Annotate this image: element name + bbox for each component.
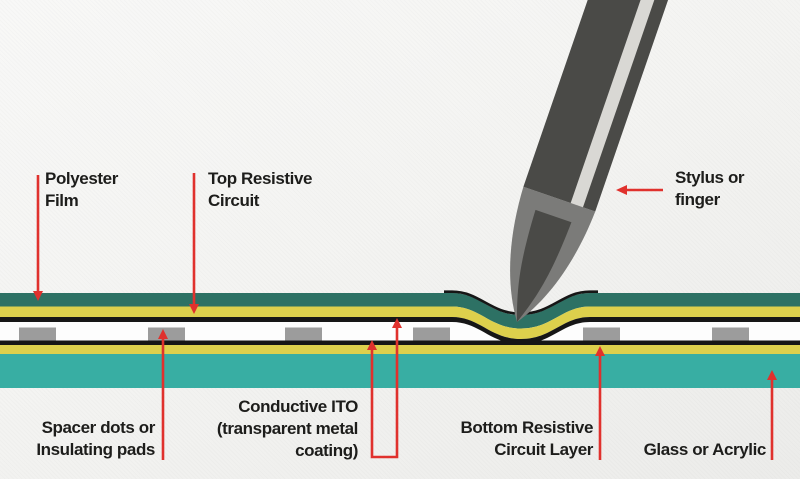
spacer-pad [583, 327, 620, 341]
annotation-lines [36, 173, 774, 460]
polyester-film-layer [0, 293, 800, 329]
label-line: coating) [295, 441, 358, 460]
bottom-resistive-circuit-label: Bottom Resistive Circuit Layer [460, 417, 594, 461]
spacer-pad [712, 327, 749, 341]
glass-acrylic-layer [0, 354, 800, 388]
stylus-highlight-stripe [570, 0, 682, 208]
label-line: Glass or Acrylic [643, 440, 767, 459]
spacer-pad [285, 327, 322, 341]
top-circuit-arrowhead [189, 304, 199, 314]
bottom-ito-coating-layer [0, 340, 800, 345]
top-resistive-circuit-layer [0, 306, 800, 339]
ito-arrowhead-top [392, 318, 402, 328]
stylus-tip-cone [516, 209, 572, 322]
spacer-pad [413, 327, 450, 341]
label-line: Insulating pads [36, 440, 155, 459]
stylus [510, 0, 694, 322]
spacer-dots-label: Spacer dots or Insulating pads [36, 417, 155, 461]
spacer-pad [19, 327, 56, 341]
bottom-circuit-arrowhead [595, 346, 605, 356]
glass-acrylic-label: Glass or Acrylic [643, 439, 767, 461]
polyester-arrowhead [33, 291, 43, 301]
spacer-arrowhead [158, 329, 168, 339]
spacer-pads [19, 327, 749, 341]
stylus-label: Stylus or finger [675, 167, 745, 211]
label-line: (transparent metal [216, 419, 359, 438]
label-line: finger [675, 190, 720, 209]
label-line: Film [45, 191, 79, 210]
stylus-arrowhead [616, 185, 627, 195]
label-line: Circuit Layer [494, 440, 593, 459]
ito-arrowhead-bottom [367, 340, 377, 350]
top-ito-coating-layer [0, 317, 800, 344]
spacer-pad [148, 327, 185, 341]
label-line: Bottom Resistive [460, 418, 594, 437]
label-line: Circuit [208, 191, 260, 210]
top-resistive-circuit-label: Top Resistive Circuit [208, 168, 312, 212]
ito-pointer-bracket [370, 328, 399, 459]
label-line: Conductive ITO [238, 397, 358, 416]
polyester-film-label: Polyester Film [45, 168, 118, 212]
label-line: Stylus or [675, 168, 745, 187]
glass-arrowhead [767, 370, 777, 380]
bottom-resistive-circuit-layer [0, 345, 800, 354]
air-gap-layer [0, 321, 800, 341]
label-line: Polyester [45, 169, 118, 188]
annotation-arrowheads [33, 185, 777, 380]
conductive-ito-label: Conductive ITO (transparent metal coatin… [216, 396, 359, 462]
label-line: Top Resistive [208, 169, 313, 188]
label-line: Spacer dots or [41, 418, 156, 437]
stylus-body [523, 0, 694, 212]
